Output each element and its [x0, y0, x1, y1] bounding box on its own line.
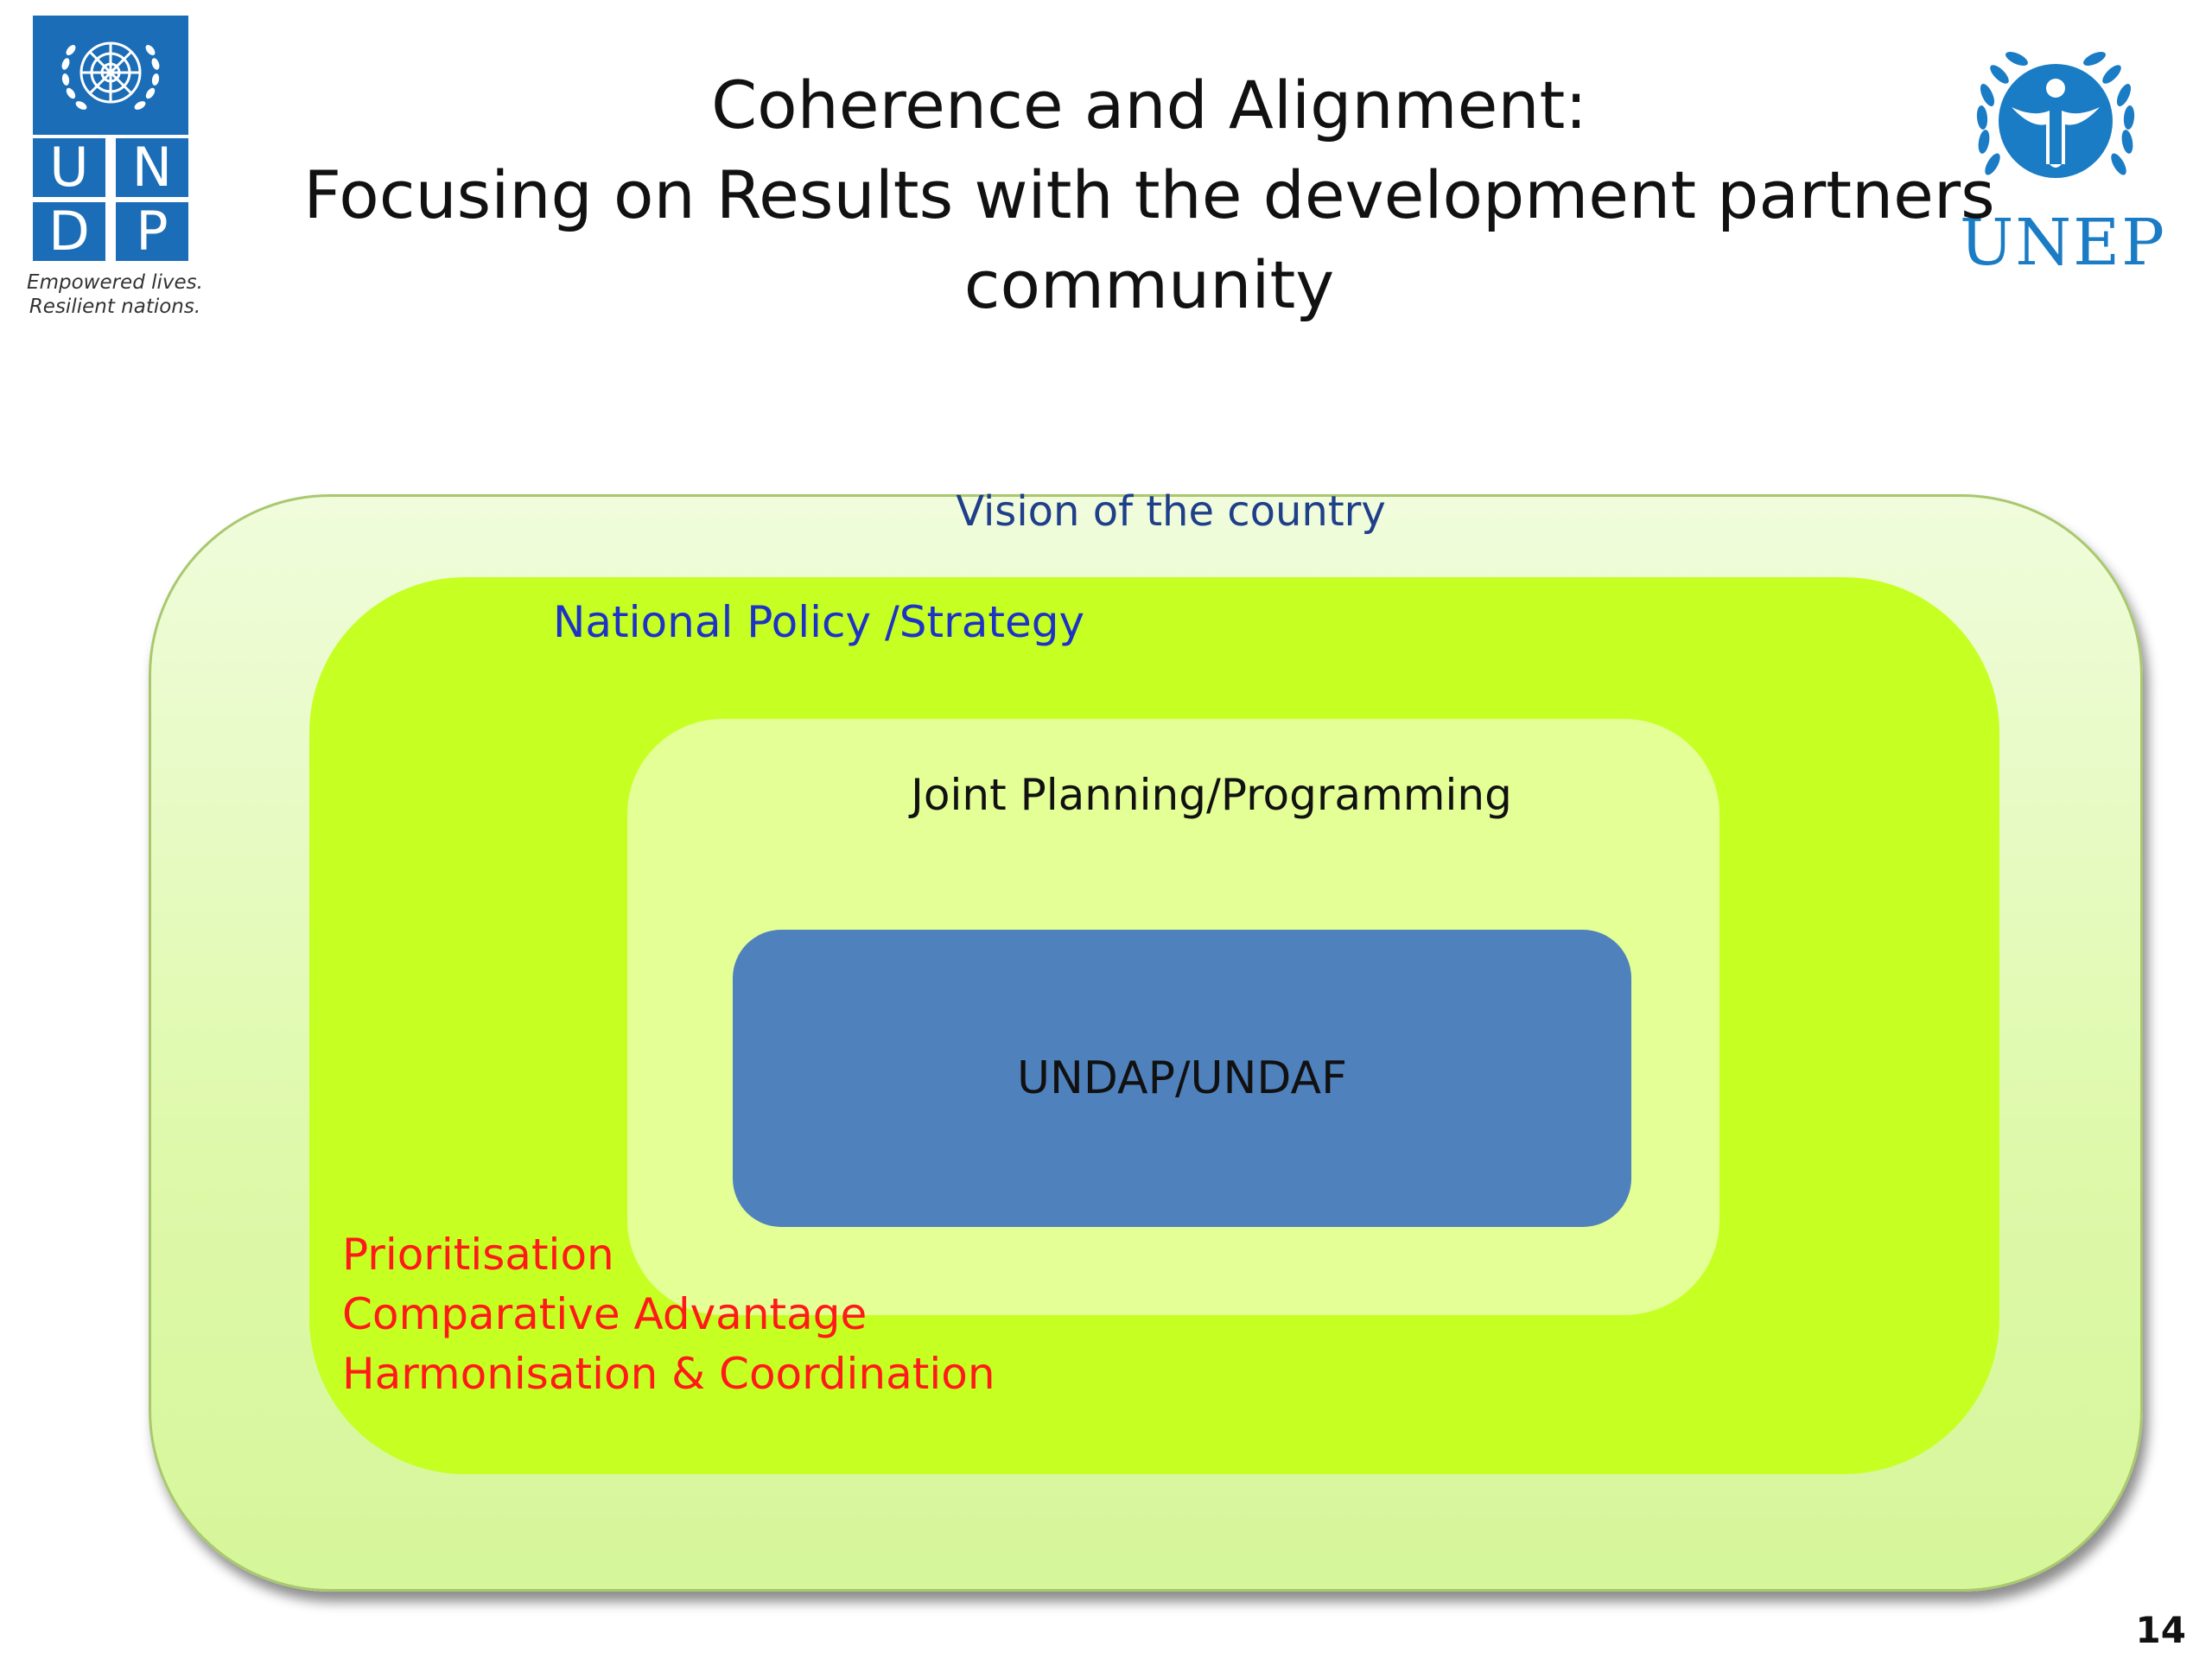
principle-item: Comparative Advantage	[342, 1289, 868, 1339]
undp-tagline-line: Empowered lives.	[27, 271, 203, 294]
principle-item: Prioritisation	[342, 1230, 614, 1280]
unep-emblem-icon	[1976, 51, 2135, 178]
undp-tagline-line: Resilient nations.	[29, 296, 201, 318]
policy-label: National Policy /Strategy	[553, 597, 1085, 647]
principles-list: Prioritisation Comparative Advantage Har…	[342, 1225, 995, 1404]
slide-number: 14	[2135, 1609, 2186, 1651]
unep-logo: UNEP	[1960, 35, 2166, 285]
undp-letter-p: P	[116, 202, 188, 261]
undp-letter-u: U	[33, 138, 105, 197]
slide-title-line: Coherence and Alignment:	[711, 67, 1587, 143]
principle-item: Harmonisation & Coordination	[342, 1349, 995, 1399]
unep-wordmark: UNEP	[1960, 206, 2166, 280]
undp-letter-n: N	[116, 138, 188, 197]
undap-undaf-label: UNDAP/UNDAF	[1016, 1052, 1348, 1104]
undap-undaf-box	[733, 930, 1631, 1227]
joint-planning-label: Joint Planning/Programming	[911, 770, 1512, 820]
slide-title: Coherence and Alignment: Focusing on Res…	[285, 60, 2013, 330]
slide-title-line: community	[963, 246, 1335, 323]
undp-letter-d: D	[33, 202, 105, 261]
slide-title-line: Focusing on Results with the development…	[303, 156, 1995, 233]
un-emblem-icon	[33, 16, 188, 135]
undp-letters: U N D P	[33, 135, 188, 263]
vision-label: Vision of the country	[956, 487, 1386, 536]
undp-logo: U N D P Empowered lives. Resilient natio…	[27, 16, 203, 318]
undp-tagline: Empowered lives. Resilient nations.	[16, 270, 214, 319]
